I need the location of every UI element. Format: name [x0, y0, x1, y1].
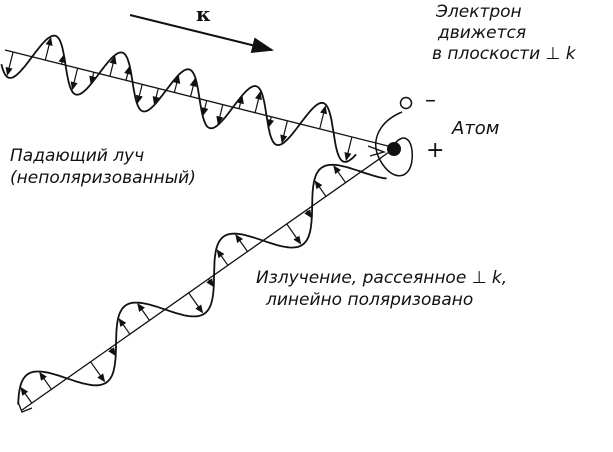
electron-label-line3: в плоскости ⊥ k — [432, 44, 576, 64]
incident-field-arrow — [236, 95, 244, 109]
scattered-field-arrow — [118, 318, 131, 335]
incident-field-arrow — [189, 78, 197, 97]
scattered-field-arrow — [314, 180, 327, 197]
electron — [399, 96, 413, 110]
scattered-field-arrow — [108, 347, 116, 357]
wave-vector-arrow — [129, 14, 274, 53]
scattered-beam-label-line1: Излучение, рассеянное ⊥ k, — [256, 268, 508, 288]
incident-wave — [0, 34, 357, 163]
electron-orbit — [375, 111, 413, 177]
scattered-field-arrow — [286, 223, 302, 245]
incident-field-arrow — [280, 120, 288, 144]
scattered-field-arrows — [20, 165, 347, 404]
incident-field-arrow — [201, 100, 209, 117]
scattered-field-arrow — [206, 278, 214, 288]
scattered-wave — [17, 163, 387, 405]
incident-field-arrow — [5, 51, 14, 76]
atom-nucleus — [387, 142, 401, 156]
wave-vector-label: к — [196, 2, 211, 26]
nucleus-charge-plus: + — [426, 138, 445, 163]
incident-field-arrow — [44, 37, 53, 61]
incident-end-arrowhead — [367, 145, 387, 157]
incident-field-arrow — [319, 105, 328, 130]
incident-field-arrow — [254, 91, 262, 113]
scattered-beam-label-line2: линейно поляризовано — [266, 290, 474, 310]
incident-field-arrow — [267, 116, 275, 128]
scattered-field-arrow — [137, 303, 150, 321]
incident-field-arrow — [344, 136, 353, 162]
incident-field-arrow — [173, 74, 181, 93]
incident-field-arrow — [124, 65, 132, 81]
scattered-field-arrow — [304, 209, 312, 219]
incident-field-arrow — [70, 68, 79, 91]
incident-field-arrow — [152, 88, 160, 106]
scattered-field-arrow — [235, 234, 248, 252]
scattered-start-arrowhead — [17, 401, 33, 413]
incident-field-arrow — [109, 55, 117, 77]
incident-field-arrow — [89, 72, 97, 85]
incident-field-arrows — [5, 37, 353, 162]
electron-label-line1: Электрон — [436, 2, 522, 22]
scattered-field-arrow — [188, 292, 204, 314]
incident-field-arrow — [135, 84, 143, 104]
incident-field-arrow — [216, 104, 224, 125]
electron-charge-minus: – — [425, 88, 436, 113]
scattered-field-arrow — [333, 165, 347, 184]
incident-beam-label-line2: (неполяризованный) — [10, 168, 196, 188]
scattered-field-arrow — [216, 249, 229, 266]
incident-beam-label-line1: Падающий луч — [10, 146, 145, 166]
incident-field-arrow — [58, 54, 66, 65]
scattered-field-arrow — [90, 361, 106, 383]
atom-label: Атом — [452, 118, 500, 139]
scattered-field-arrow — [39, 371, 52, 390]
incident-beam-axis — [4, 49, 389, 147]
scattered-field-arrow — [20, 386, 33, 404]
electron-label-line2: движется — [438, 23, 527, 43]
